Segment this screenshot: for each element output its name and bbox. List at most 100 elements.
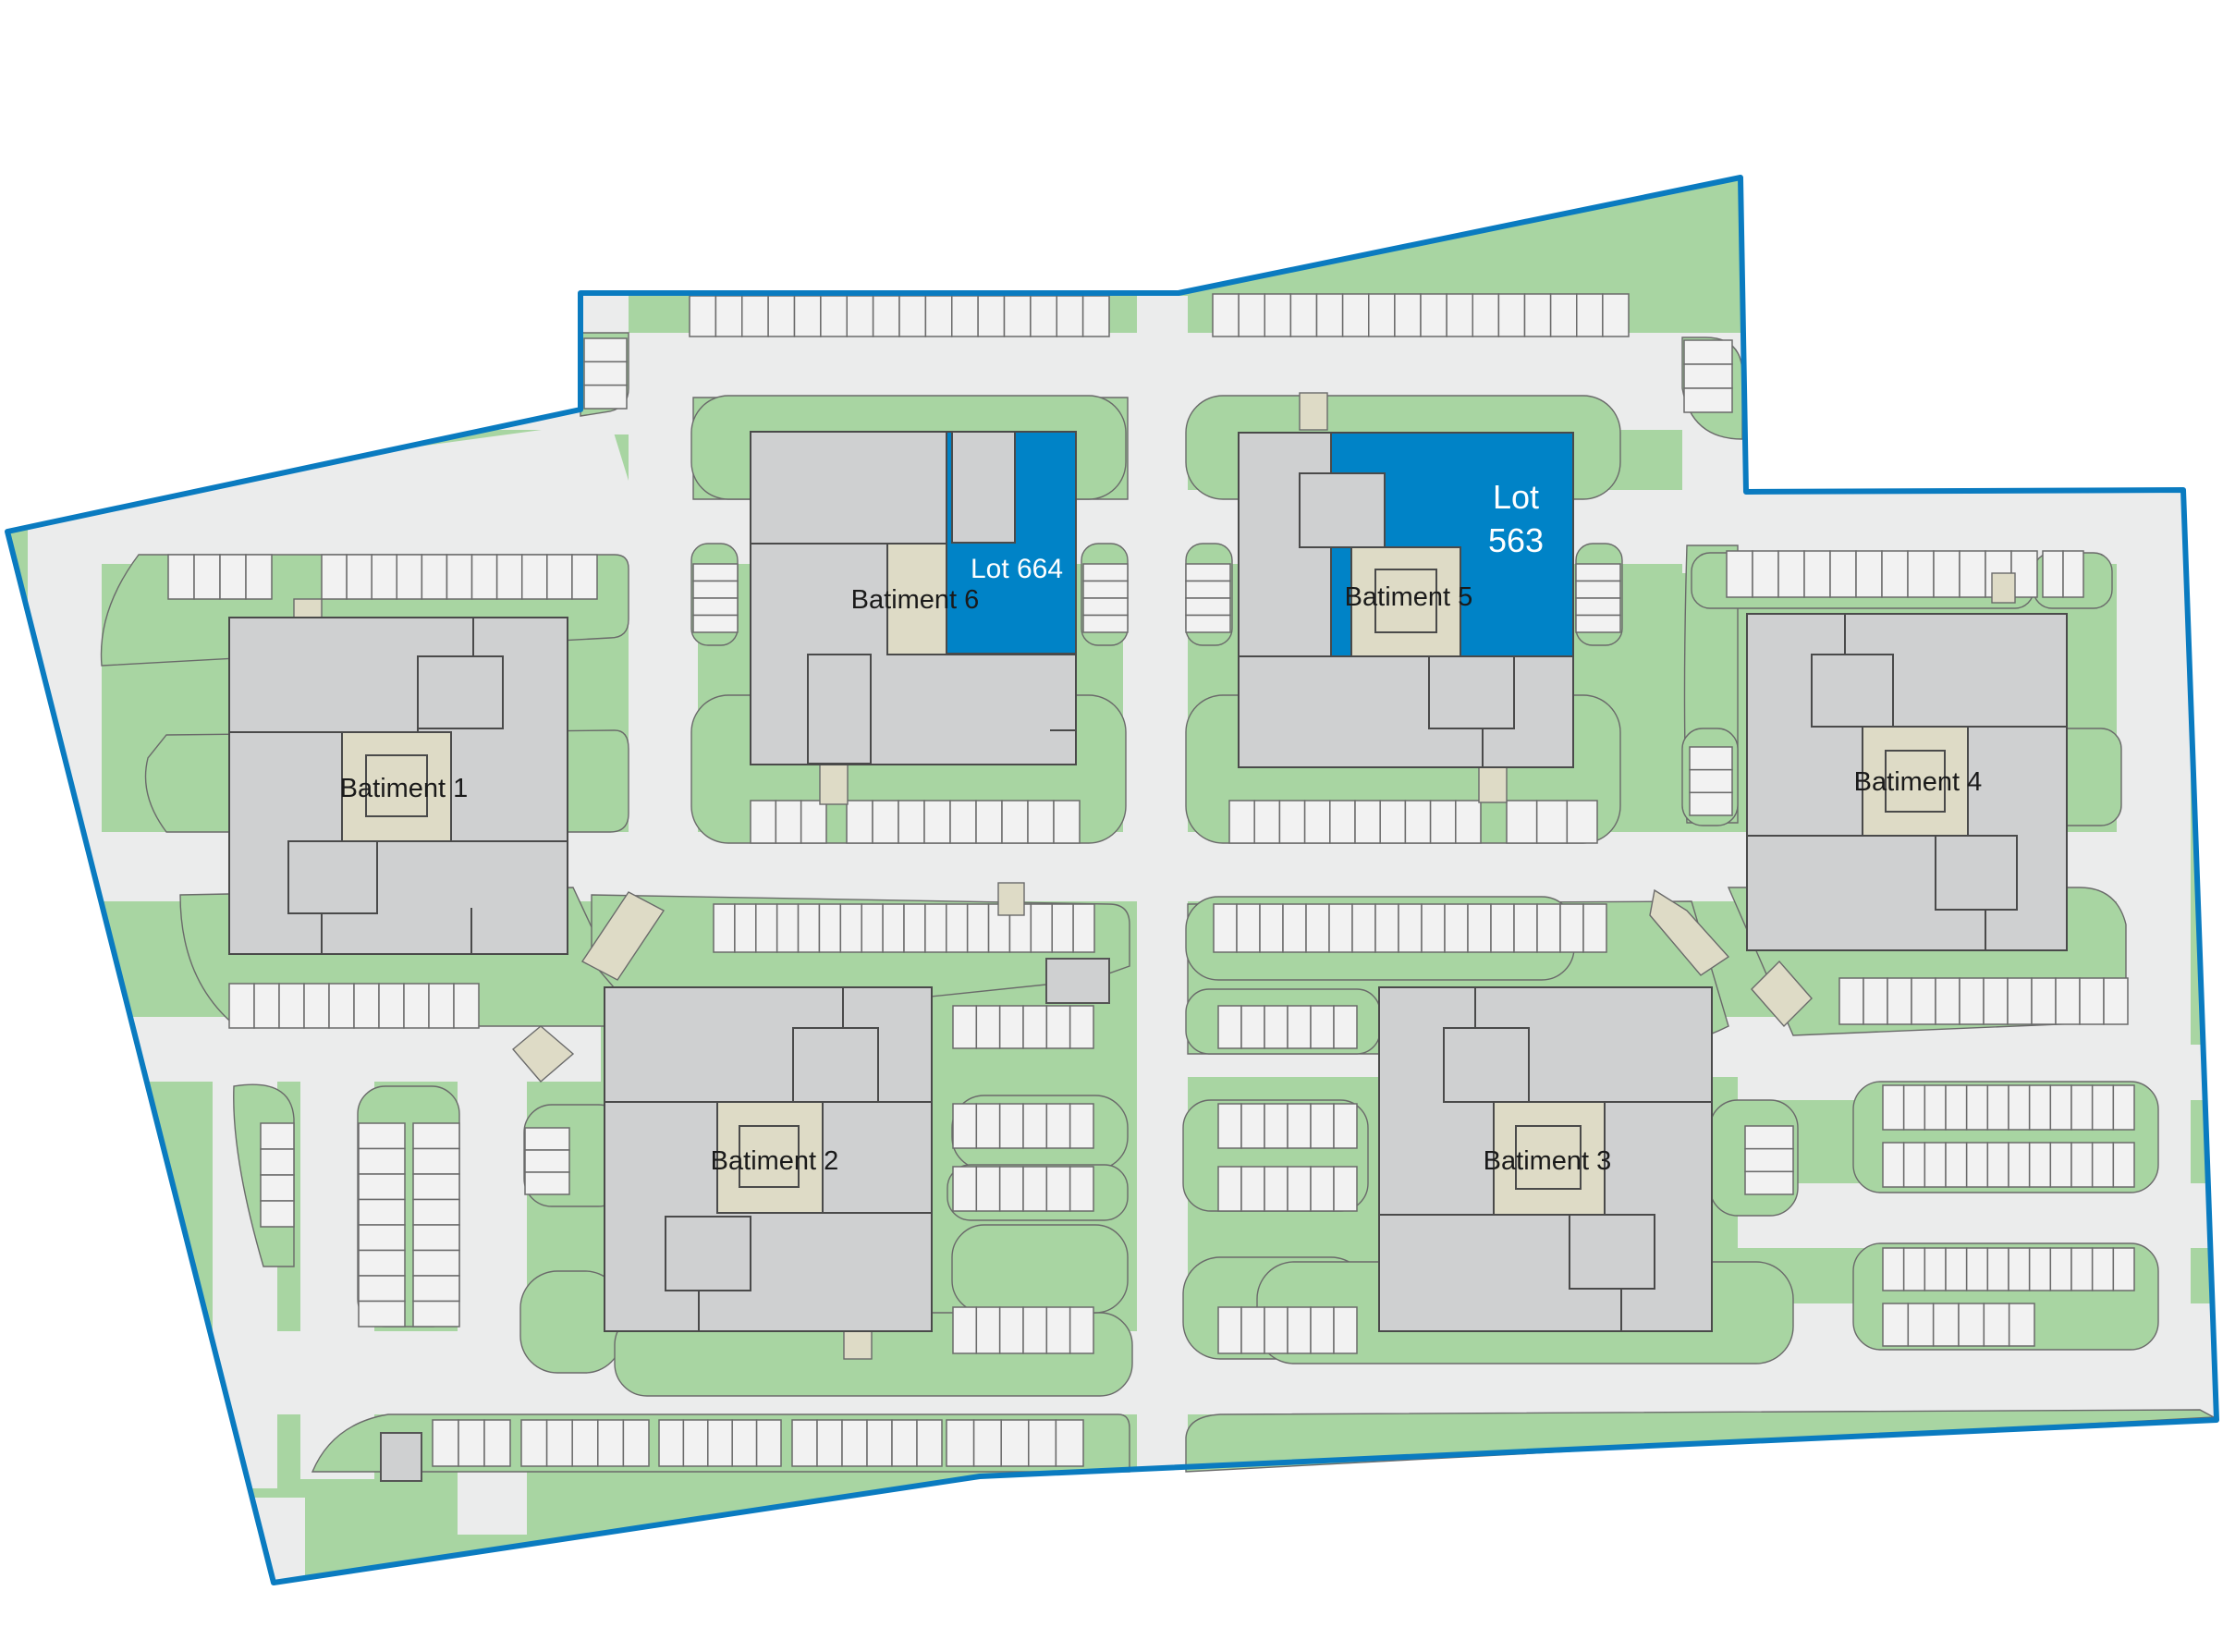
parking-stall (1959, 550, 1986, 598)
building-4-label: Batiment 4 (1854, 767, 1983, 797)
parking-stall (470, 554, 498, 600)
parking-stall (358, 1224, 406, 1252)
parking-stall (524, 1171, 570, 1195)
parking-stall (260, 1122, 295, 1150)
parking-stall (1726, 550, 1753, 598)
parking-stall (1185, 580, 1231, 599)
parking-stall (1082, 580, 1129, 599)
parking-stall (1945, 1247, 1968, 1291)
parking-stall (1217, 1005, 1242, 1049)
parking-stall (820, 295, 848, 337)
parking-stall (1535, 800, 1569, 844)
parking-stall (1053, 800, 1081, 844)
parking-stall (1582, 903, 1607, 953)
parking-stall (378, 983, 405, 1029)
parking-stall (946, 1419, 975, 1467)
parking-stall (2079, 977, 2105, 1025)
utility-pad (1045, 958, 1110, 1004)
building-5-label: Batiment 5 (1345, 582, 1473, 612)
parking-stall (303, 983, 330, 1029)
parking-stall (1829, 550, 1857, 598)
parking-stall (1069, 1103, 1094, 1149)
parking-stall (952, 1005, 978, 1049)
parking-stall (951, 295, 979, 337)
building-6-label: Batiment 6 (851, 585, 980, 615)
parking-stall (1310, 1306, 1335, 1354)
parking-stall (1689, 768, 1733, 794)
parking-stall (1072, 903, 1095, 953)
parking-stall (353, 983, 380, 1029)
parking-stall (841, 1419, 868, 1467)
parking-stall (1329, 800, 1356, 844)
parking-stall (1444, 903, 1469, 953)
parking-stall (1803, 550, 1831, 598)
parking-stall (1240, 1103, 1265, 1149)
parking-stall (2028, 1247, 2052, 1291)
parking-stall (1506, 800, 1538, 844)
parking-stall (346, 554, 373, 600)
parking-stall (1911, 977, 1936, 1025)
building-5: Batiment 5 Lot 563 (1238, 432, 1574, 768)
parking-stall (998, 1306, 1024, 1354)
parking-stall (253, 983, 280, 1029)
building-6: Batiment 6 Lot 664 (750, 431, 1077, 765)
parking-stall (1882, 1142, 1905, 1188)
parking-stall (1882, 1303, 1910, 1347)
parking-stall (396, 554, 423, 600)
parking-stall (524, 1127, 570, 1151)
parking-stall (260, 1174, 295, 1202)
parking-stall (1986, 1247, 2009, 1291)
parking-stall (1986, 1084, 2009, 1131)
parking-stall (1983, 977, 2009, 1025)
parking-stall (1855, 550, 1883, 598)
parking-stall (2008, 1303, 2035, 1347)
parking-stall (1264, 1306, 1289, 1354)
parking-stall (2049, 1247, 2072, 1291)
parking-stall (1238, 293, 1265, 337)
parking-stall (2070, 1142, 2094, 1188)
parking-stall (1945, 1142, 1968, 1188)
lot-563-label-line1: Lot (1493, 478, 1539, 516)
parking-stall (952, 1306, 978, 1354)
parking-stall (767, 295, 796, 337)
parking-stall (495, 554, 523, 600)
parking-stall (358, 1198, 406, 1226)
parking-stall (1333, 1306, 1358, 1354)
parking-stall (328, 983, 355, 1029)
parking-stall (715, 295, 743, 337)
parking-stall (1278, 800, 1306, 844)
parking-stall (1028, 1419, 1057, 1467)
parking-stall (167, 554, 195, 600)
parking-stall (2062, 550, 2084, 598)
parking-stall (193, 554, 221, 600)
parking-stall (1315, 293, 1344, 337)
parking-stall (975, 1103, 1001, 1149)
parking-stall (775, 800, 802, 844)
parking-stall (1030, 903, 1053, 953)
parking-stall (1887, 977, 1912, 1025)
parking-stall (1081, 295, 1110, 337)
parking-stall (1303, 800, 1331, 844)
parking-stall (1264, 1103, 1289, 1149)
parking-stall (1924, 1247, 1947, 1291)
parking-stall (1983, 1303, 2010, 1347)
parking-stall (2112, 1142, 2135, 1188)
parking-stall (1287, 1166, 1312, 1212)
parking-stall (903, 903, 926, 953)
parking-stall (872, 295, 900, 337)
parking-stall (2008, 1084, 2031, 1131)
parking-stall (412, 1147, 460, 1175)
parking-stall (428, 983, 455, 1029)
building-3: Batiment 3 (1378, 986, 1713, 1332)
parking-stall (1965, 1142, 1989, 1188)
parking-stall (2070, 1247, 2094, 1291)
parking-stall (1863, 977, 1888, 1025)
parking-stall (1069, 1306, 1094, 1354)
parking-stall (975, 1306, 1001, 1354)
parking-stall (1045, 1166, 1071, 1212)
parking-stall (358, 1300, 406, 1328)
parking-stall (924, 295, 953, 337)
parking-stall (1965, 1247, 1989, 1291)
parking-stall (975, 1005, 1001, 1049)
parking-stall (1945, 1084, 1968, 1131)
